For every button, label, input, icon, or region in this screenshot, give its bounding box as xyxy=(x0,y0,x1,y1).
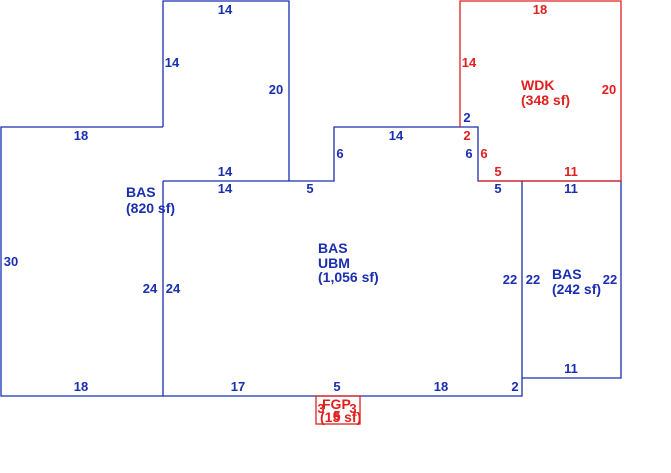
dim-label: 22 xyxy=(603,272,617,287)
dim-label: 14 xyxy=(218,181,233,196)
dim-label: 5 xyxy=(306,181,313,196)
dim-label: 5 xyxy=(333,379,340,394)
dim-label: 5 xyxy=(333,408,340,423)
dim-label: 14 xyxy=(462,55,477,70)
dim-label: 2 xyxy=(463,128,470,143)
dim-label: 2 xyxy=(463,110,470,125)
dim-label: 11 xyxy=(564,361,578,376)
dim-label: 6 xyxy=(336,146,343,161)
dim-label: 22 xyxy=(503,272,517,287)
dim-label: 20 xyxy=(269,82,283,97)
dim-label: 18 xyxy=(533,2,547,17)
bas-right-code: BAS xyxy=(552,266,582,282)
bas-center-code2: UBM xyxy=(318,255,350,271)
dim-label: 22 xyxy=(526,272,540,287)
wdk-size: (348 sf) xyxy=(521,92,570,108)
bas-left-code: BAS xyxy=(126,184,156,200)
bas-left-size: (820 sf) xyxy=(126,200,175,216)
dim-label: 5 xyxy=(494,181,501,196)
wdk-outline xyxy=(459,0,622,182)
dim-label: 17 xyxy=(231,379,245,394)
dim-label: 14 xyxy=(218,2,233,17)
dim-label: 3 xyxy=(317,401,324,416)
dim-label: 18 xyxy=(434,379,448,394)
dim-label: 14 xyxy=(389,128,404,143)
dim-label: 11 xyxy=(564,164,578,179)
fgp-size: (15 sf) xyxy=(320,409,361,425)
dim-label: 2 xyxy=(511,379,518,394)
dim-label: 18 xyxy=(74,128,88,143)
dim-label: 24 xyxy=(166,281,181,296)
bas-center-outline xyxy=(163,126,523,397)
dim-label: 6 xyxy=(465,146,472,161)
wdk-code: WDK xyxy=(521,77,554,93)
bas-upper-outline xyxy=(162,0,290,181)
bas-center-size: (1,056 sf) xyxy=(318,269,379,285)
dim-label: 20 xyxy=(602,82,616,97)
dim-label: 18 xyxy=(74,379,88,394)
dim-label: 5 xyxy=(494,164,501,179)
fgp-outline xyxy=(315,395,361,425)
dim-label: 11 xyxy=(564,181,578,196)
dim-label: 30 xyxy=(4,254,18,269)
bas-center-code: BAS xyxy=(318,240,348,256)
dim-label: 14 xyxy=(218,164,233,179)
dim-label: 24 xyxy=(143,281,158,296)
dim-label: 6 xyxy=(480,146,487,161)
bas-right-size: (242 sf) xyxy=(552,281,601,297)
bas-left-outline xyxy=(0,126,164,397)
dim-label: 14 xyxy=(165,55,180,70)
dim-label: 3 xyxy=(349,401,356,416)
fgp-code: FGP xyxy=(322,396,351,412)
